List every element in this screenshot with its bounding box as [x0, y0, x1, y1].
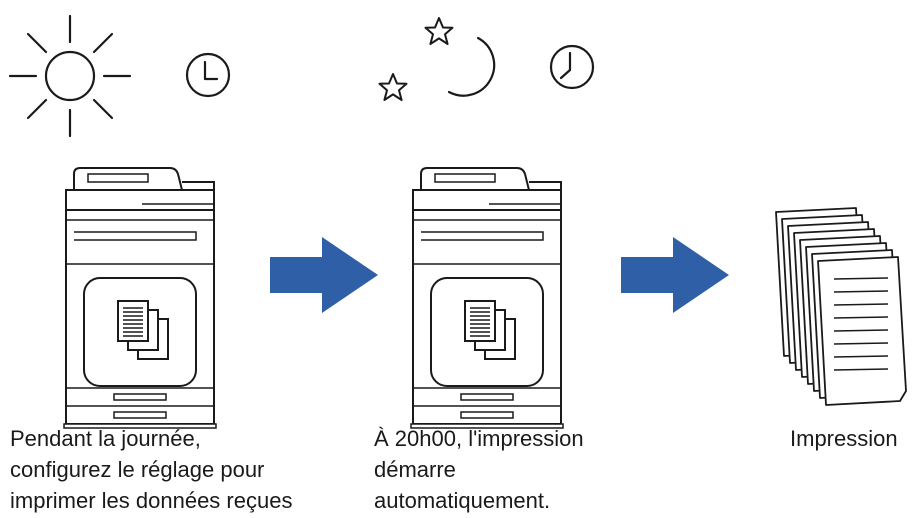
- paper-text-line: [833, 277, 889, 280]
- caption-line: imprimer les données reçues: [10, 488, 293, 513]
- printer-icon: [63, 167, 217, 429]
- paper-text-line: [833, 329, 889, 332]
- caption-line: automatiquement.: [374, 488, 551, 513]
- paper-text-line: [833, 290, 889, 293]
- sun-icon: [8, 14, 132, 138]
- paper-text-line: [833, 303, 889, 306]
- caption-line: configurez le réglage pour: [10, 457, 265, 482]
- paper-text-line: [833, 342, 889, 345]
- step-2-caption: À 20h00, l'impression démarre automatiqu…: [374, 423, 584, 516]
- paper-stack-icon: [775, 207, 907, 406]
- clock-icon: [549, 44, 595, 90]
- star-icon: [378, 73, 408, 101]
- step-1-caption: Pendant la journée, configurez le réglag…: [10, 423, 292, 516]
- star-icon: [424, 17, 454, 45]
- printer-icon: [410, 167, 564, 429]
- caption-line: Pendant la journée,: [10, 426, 201, 451]
- clock-icon: [185, 52, 231, 98]
- caption-line: démarre: [374, 457, 456, 482]
- caption-line: Impression: [790, 426, 898, 451]
- arrow-right-icon: [621, 237, 729, 313]
- paper-text-line: [833, 368, 889, 371]
- step-3-caption: Impression: [790, 423, 898, 454]
- paper-text-line: [833, 355, 889, 358]
- caption-line: À 20h00, l'impression: [374, 426, 584, 451]
- paper-text-line: [833, 316, 889, 319]
- moon-icon: [447, 36, 496, 97]
- arrow-right-icon: [270, 237, 378, 313]
